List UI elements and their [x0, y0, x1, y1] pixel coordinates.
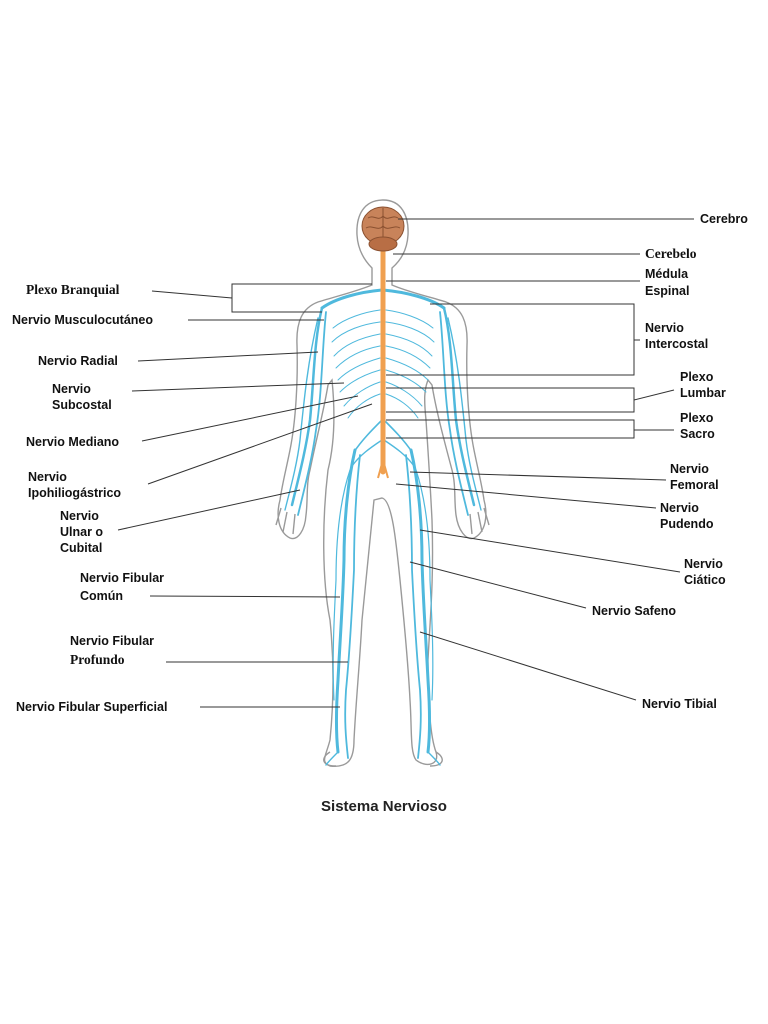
label-nervio-mediano: Nervio Mediano: [26, 435, 120, 449]
label-nervio-musculocutaneo: Nervio Musculocutáneo: [12, 313, 153, 327]
label-nervio-ciatico-2: Ciático: [684, 573, 726, 587]
label-nervio-intercostal-2: Intercostal: [645, 337, 709, 351]
label-plexo-sacro-1: Plexo: [680, 411, 714, 425]
label-nervio-ipohiliogastrico-2: Ipohiliogástrico: [28, 486, 122, 500]
leader-lines: [117, 218, 694, 708]
label-cerebro: Cerebro: [700, 212, 748, 226]
label-nervio-subcostal-1: Nervio: [52, 382, 91, 396]
label-nervio-femoral-1: Nervio: [670, 462, 709, 476]
label-nervio-intercostal-1: Nervio: [645, 321, 684, 335]
label-nervio-pudendo-2: Pudendo: [660, 517, 714, 531]
label-nervio-fibular-comun-2: Común: [80, 589, 124, 603]
label-nervio-safeno: Nervio Safeno: [592, 604, 677, 618]
diagram-title: Sistema Nervioso: [321, 798, 447, 815]
cerebellum: [368, 236, 398, 252]
label-nervio-fibular-profundo-1: Nervio Fibular: [70, 634, 155, 648]
brain: [361, 206, 405, 252]
label-nervio-fibular-profundo-2: Profundo: [70, 652, 125, 667]
label-plexo-lumbar-2: Lumbar: [680, 386, 726, 400]
label-medula-2: Espinal: [645, 284, 690, 298]
label-nervio-subcostal-2: Subcostal: [52, 398, 112, 412]
label-nervio-femoral-2: Femoral: [670, 478, 719, 492]
label-nervio-ipohiliogastrico-1: Nervio: [28, 470, 67, 484]
label-plexo-branquial: Plexo Branquial: [26, 282, 120, 297]
label-nervio-pudendo-1: Nervio: [660, 501, 699, 515]
label-cerebelo: Cerebelo: [645, 246, 697, 261]
label-plexo-sacro-2: Sacro: [680, 427, 715, 441]
label-nervio-radial: Nervio Radial: [38, 354, 118, 368]
label-nervio-ulnar-3: Cubital: [60, 541, 103, 555]
peripheral-nerves: [284, 288, 482, 766]
label-nervio-ciatico-1: Nervio: [684, 557, 723, 571]
label-plexo-lumbar-1: Plexo: [680, 370, 714, 384]
label-nervio-fibular-superficial: Nervio Fibular Superficial: [16, 700, 168, 714]
label-medula-1: Médula: [645, 267, 689, 281]
cauda-equina: [377, 459, 389, 479]
label-nervio-tibial: Nervio Tibial: [642, 697, 717, 711]
label-nervio-fibular-comun-1: Nervio Fibular: [80, 571, 165, 585]
label-nervio-ulnar-2: Ulnar o: [60, 525, 104, 539]
label-nervio-ulnar-1: Nervio: [60, 509, 99, 523]
